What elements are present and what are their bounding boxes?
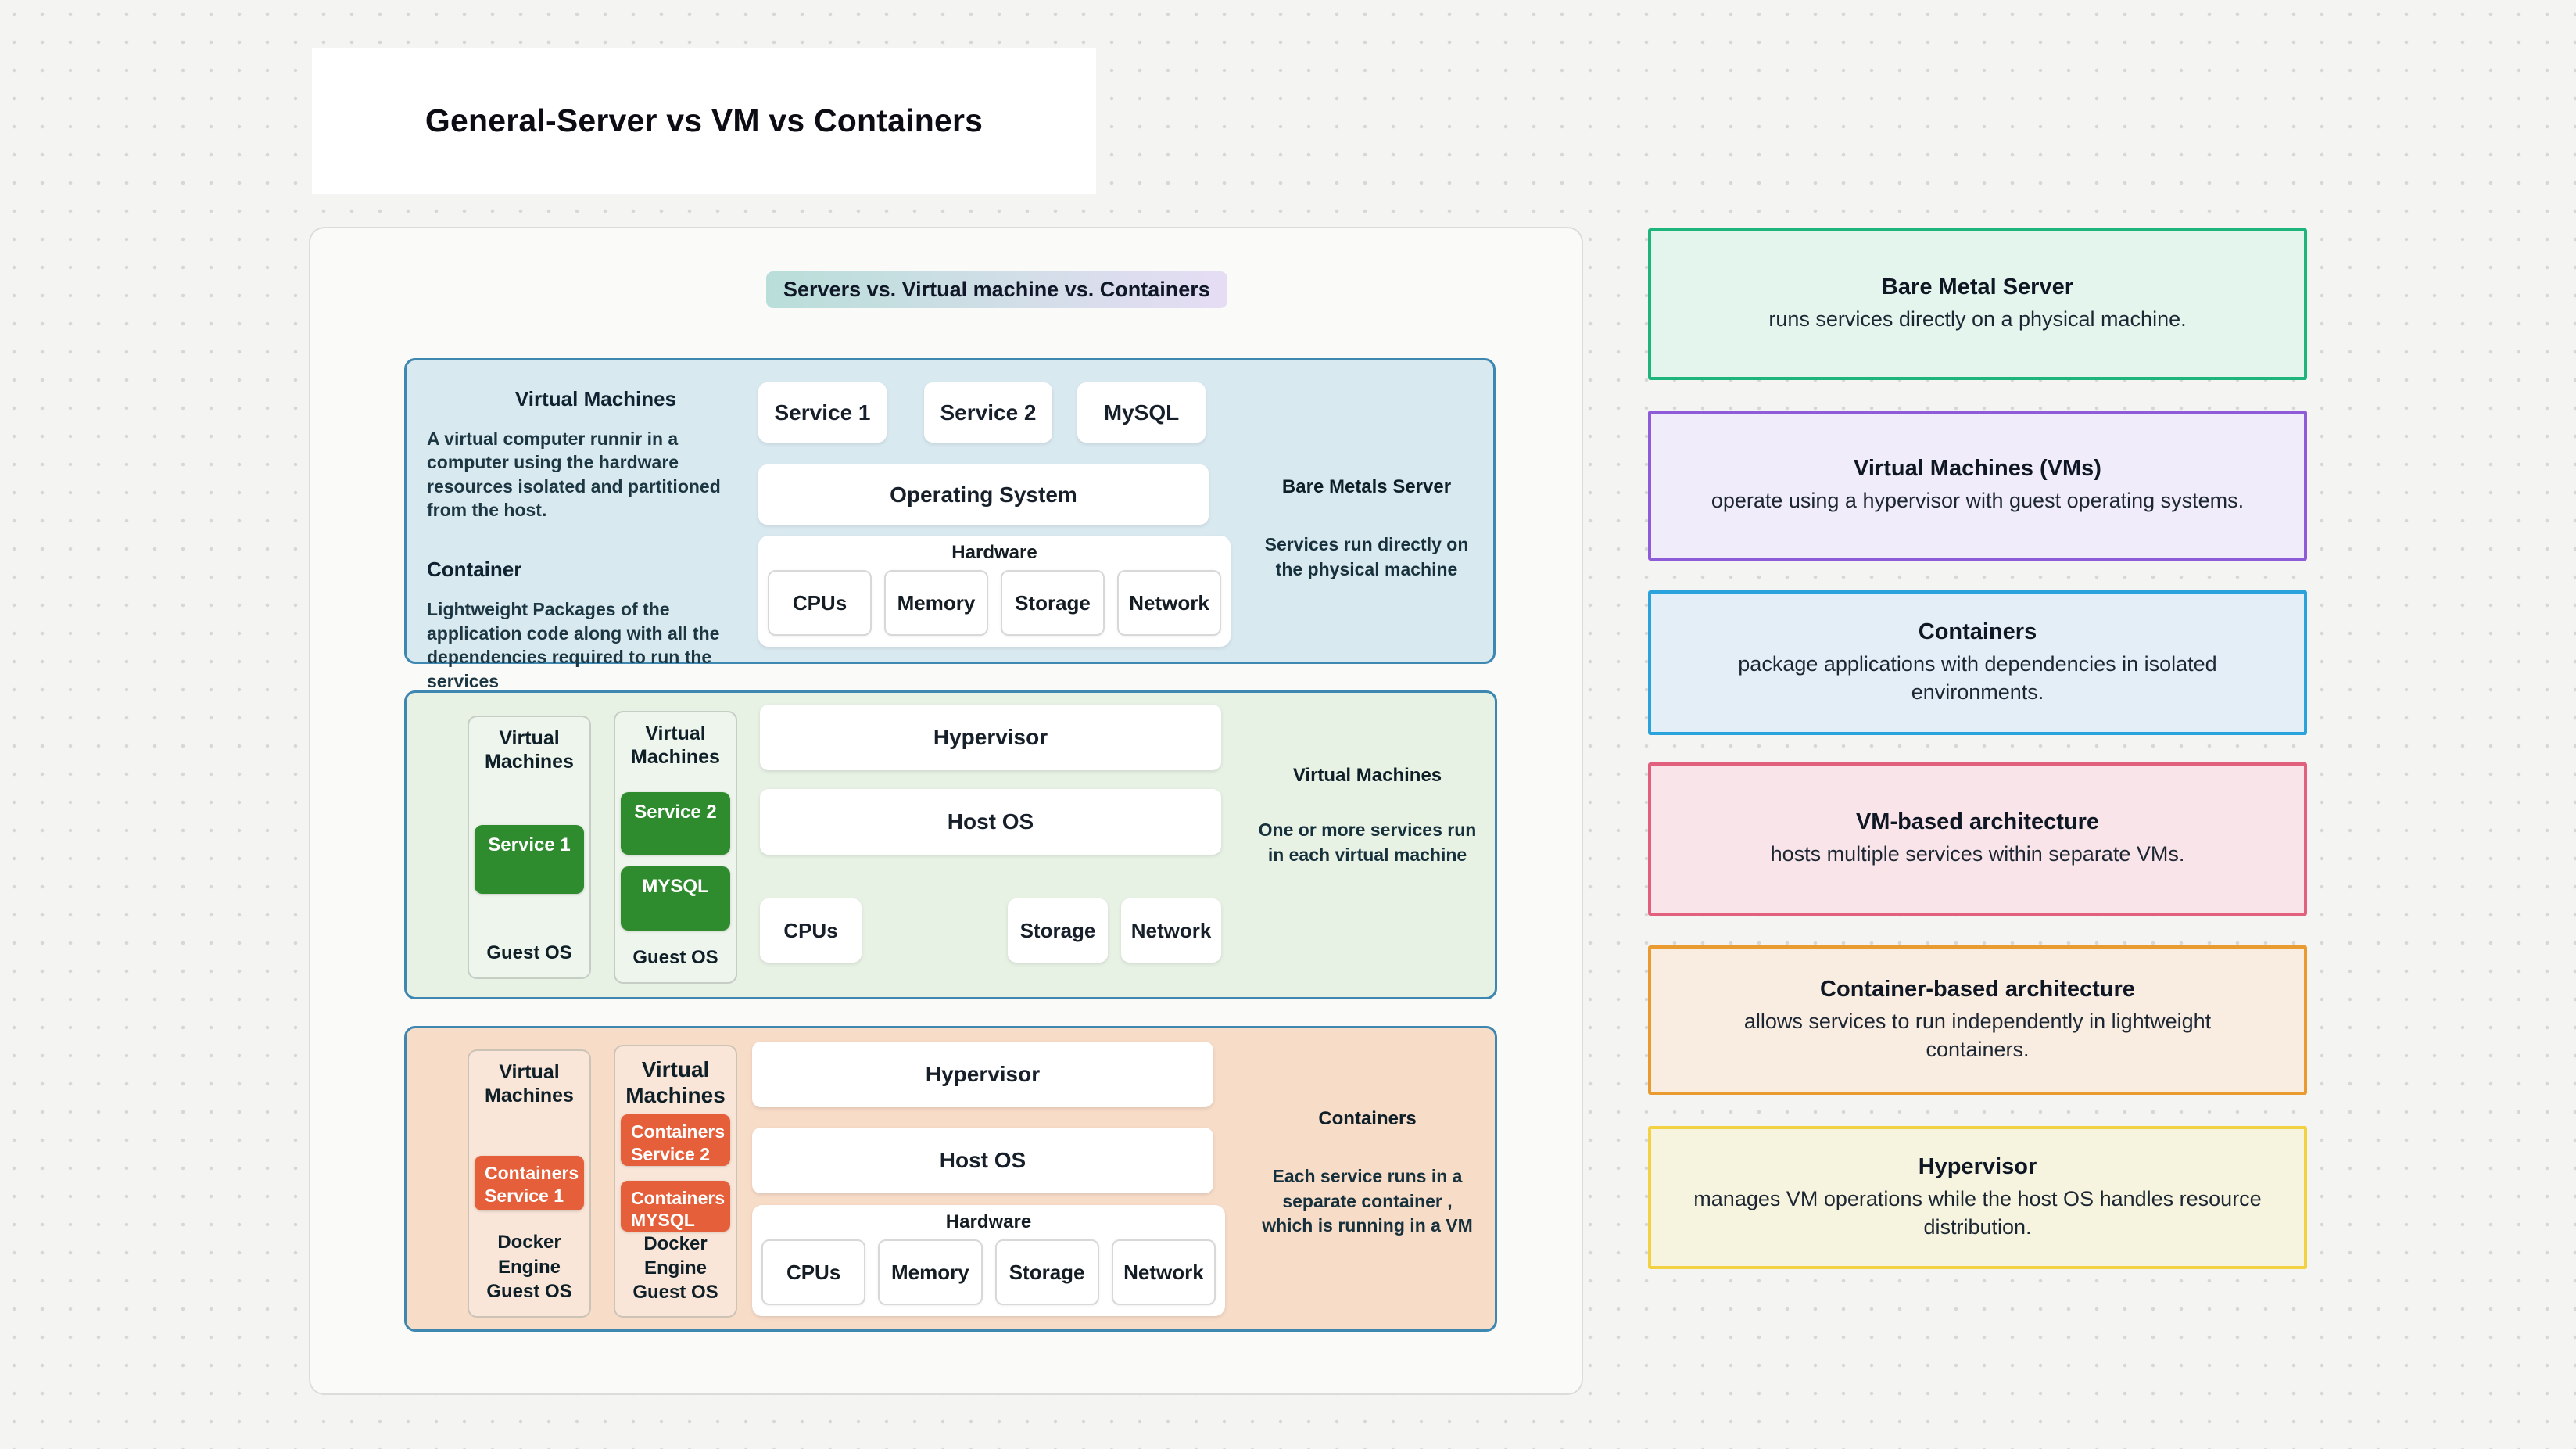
hardware-row: CPUs Memory Storage Network — [761, 1239, 1216, 1305]
bare-metal-annotation: Bare Metals Server Services run directly… — [1245, 476, 1489, 582]
page-title: General-Server vs VM vs Containers — [425, 102, 983, 138]
section-vm-based: Virtual Machines Service 1 Guest OS Virt… — [404, 690, 1497, 999]
legend-card-title: Virtual Machines (VMs) — [1854, 456, 2101, 482]
container-definition-text: Lightweight Packages of the application … — [427, 599, 720, 691]
legend-card-title: Hypervisor — [1918, 1153, 2037, 1179]
container-definition-heading: Container — [427, 558, 522, 582]
annotation-heading: Bare Metals Server — [1281, 476, 1452, 497]
docker-guest-os-label: Docker Engine Guest OS — [486, 1232, 572, 1302]
service-box: MySQL — [1077, 382, 1206, 443]
vm-annotation: Virtual Machines One or more services ru… — [1245, 765, 1489, 867]
hardware-box: Memory — [884, 570, 988, 636]
vm-column: Virtual Machines Containers Service 1 Do… — [468, 1049, 591, 1318]
hardware-box: Network — [1111, 1239, 1216, 1305]
legend-card-hypervisor: Hypervisor manages VM operations while t… — [1648, 1126, 2307, 1269]
vm-column: Virtual Machines Service 1 Guest OS — [468, 716, 591, 979]
vm-column: Virtual Machines Service 2 MYSQL Guest O… — [614, 711, 737, 984]
section-bare-metal-server: Virtual Machines A virtual computer runn… — [404, 358, 1496, 691]
vm-service-box: MYSQL — [621, 866, 730, 931]
vm-definition-heading: Virtual Machines — [514, 387, 677, 411]
bare-metal-stack: Service 1 Service 2 MySQL Operating Syst… — [758, 382, 1231, 647]
legend-card-title: VM-based architecture — [1855, 809, 2100, 835]
hardware-box: Storage — [994, 1239, 1099, 1305]
legend-card-desc: runs services directly on a physical mac… — [1768, 307, 2187, 332]
legend-card-desc: manages VM operations while the host OS … — [1693, 1186, 2262, 1239]
hypervisor-box: Hypervisor — [760, 705, 1221, 770]
legend-card-desc: package applications with dependencies i… — [1738, 651, 2217, 704]
hypervisor-box: Hypervisor — [752, 1042, 1213, 1107]
legend-card-vm-architecture: VM-based architecture hosts multiple ser… — [1648, 762, 2307, 916]
container-service-box: Containers Service 2 — [621, 1114, 730, 1166]
legend-card-title: Containers — [1918, 619, 2037, 644]
service-row: Service 1 Service 2 MySQL — [758, 382, 1231, 443]
legend-card-virtual-machines: Virtual Machines (VMs) operate using a h… — [1648, 411, 2307, 561]
vm-column: Virtual Machines Containers Service 2 Co… — [614, 1045, 737, 1318]
title-card: General-Server vs VM vs Containers — [312, 48, 1096, 194]
service-box: Service 2 — [924, 382, 1052, 443]
host-os-box: Host OS — [760, 789, 1221, 855]
annotation-heading: Containers — [1318, 1108, 1417, 1129]
annotation-text: Each service runs in a separate containe… — [1262, 1166, 1473, 1236]
diagram-heading-badge: Servers vs. Virtual machine vs. Containe… — [766, 271, 1227, 308]
vm-service-box: Service 2 — [621, 792, 730, 855]
hardware-box: Storage — [1001, 570, 1105, 636]
hardware-group: Hardware CPUs Memory Storage Network — [752, 1205, 1225, 1316]
vm-column-heading: Virtual Machines — [631, 723, 720, 768]
legend-card-title: Bare Metal Server — [1881, 274, 2074, 300]
hardware-box: Network — [1121, 898, 1221, 963]
vm-column-heading: Virtual Machines — [625, 1057, 726, 1108]
annotation-heading: Virtual Machines — [1292, 765, 1442, 786]
hardware-box: CPUs — [761, 1239, 866, 1305]
vm-definition-text: A virtual computer runnir in a computer … — [427, 429, 721, 521]
hardware-box: Memory — [878, 1239, 983, 1305]
container-stack: Hypervisor Host OS Hardware CPUs Memory … — [752, 1042, 1227, 1316]
container-annotation: Containers Each service runs in a separa… — [1245, 1108, 1489, 1239]
legend-card-container-architecture: Container-based architecture allows serv… — [1648, 945, 2307, 1095]
hardware-box: Network — [1117, 570, 1221, 636]
annotation-text: Services run directly on the physical ma… — [1264, 534, 1469, 579]
section-container-based: Virtual Machines Containers Service 1 Do… — [404, 1026, 1497, 1332]
hardware-label: Hardware — [951, 542, 1037, 563]
legend-card-bare-metal: Bare Metal Server runs services directly… — [1648, 228, 2307, 380]
legend-card-desc: hosts multiple services within separate … — [1770, 842, 2185, 866]
hardware-label: Hardware — [945, 1211, 1032, 1232]
guest-os-label: Guest OS — [486, 941, 572, 963]
host-os-box: Host OS — [752, 1128, 1213, 1193]
legend-card-title: Container-based architecture — [1820, 976, 2135, 1002]
legend-card-desc: operate using a hypervisor with guest op… — [1711, 489, 2245, 513]
vm-column-heading: Virtual Machines — [485, 727, 574, 773]
docker-guest-os-label: Docker Engine Guest OS — [632, 1233, 718, 1304]
hardware-row: CPUs Memory Storage Network — [768, 570, 1221, 636]
spacer — [862, 898, 1008, 963]
hardware-group: Hardware CPUs Memory Storage Network — [758, 536, 1231, 647]
service-box: Service 1 — [758, 382, 887, 443]
hardware-row: CPUs Storage Network — [760, 898, 1221, 963]
hardware-box: CPUs — [768, 570, 872, 636]
hardware-box: CPUs — [760, 898, 862, 963]
vm-service-box: Service 1 — [475, 825, 584, 894]
legend-card-desc: allows services to run independently in … — [1743, 1009, 2212, 1061]
container-service-box: Containers MYSQL — [621, 1180, 730, 1232]
annotation-text: One or more services run in each virtual… — [1258, 820, 1477, 865]
operating-system-box: Operating System — [758, 464, 1209, 525]
container-service-box: Containers Service 1 — [475, 1156, 584, 1210]
guest-os-label: Guest OS — [632, 946, 718, 968]
vm-column-heading: Virtual Machines — [485, 1061, 574, 1106]
vm-stack: Hypervisor Host OS CPUs Storage Network — [760, 705, 1221, 963]
bare-metal-definitions: Virtual Machines A virtual computer runn… — [427, 387, 765, 693]
legend-card-containers: Containers package applications with dep… — [1648, 590, 2307, 735]
hardware-box: Storage — [1008, 898, 1108, 963]
